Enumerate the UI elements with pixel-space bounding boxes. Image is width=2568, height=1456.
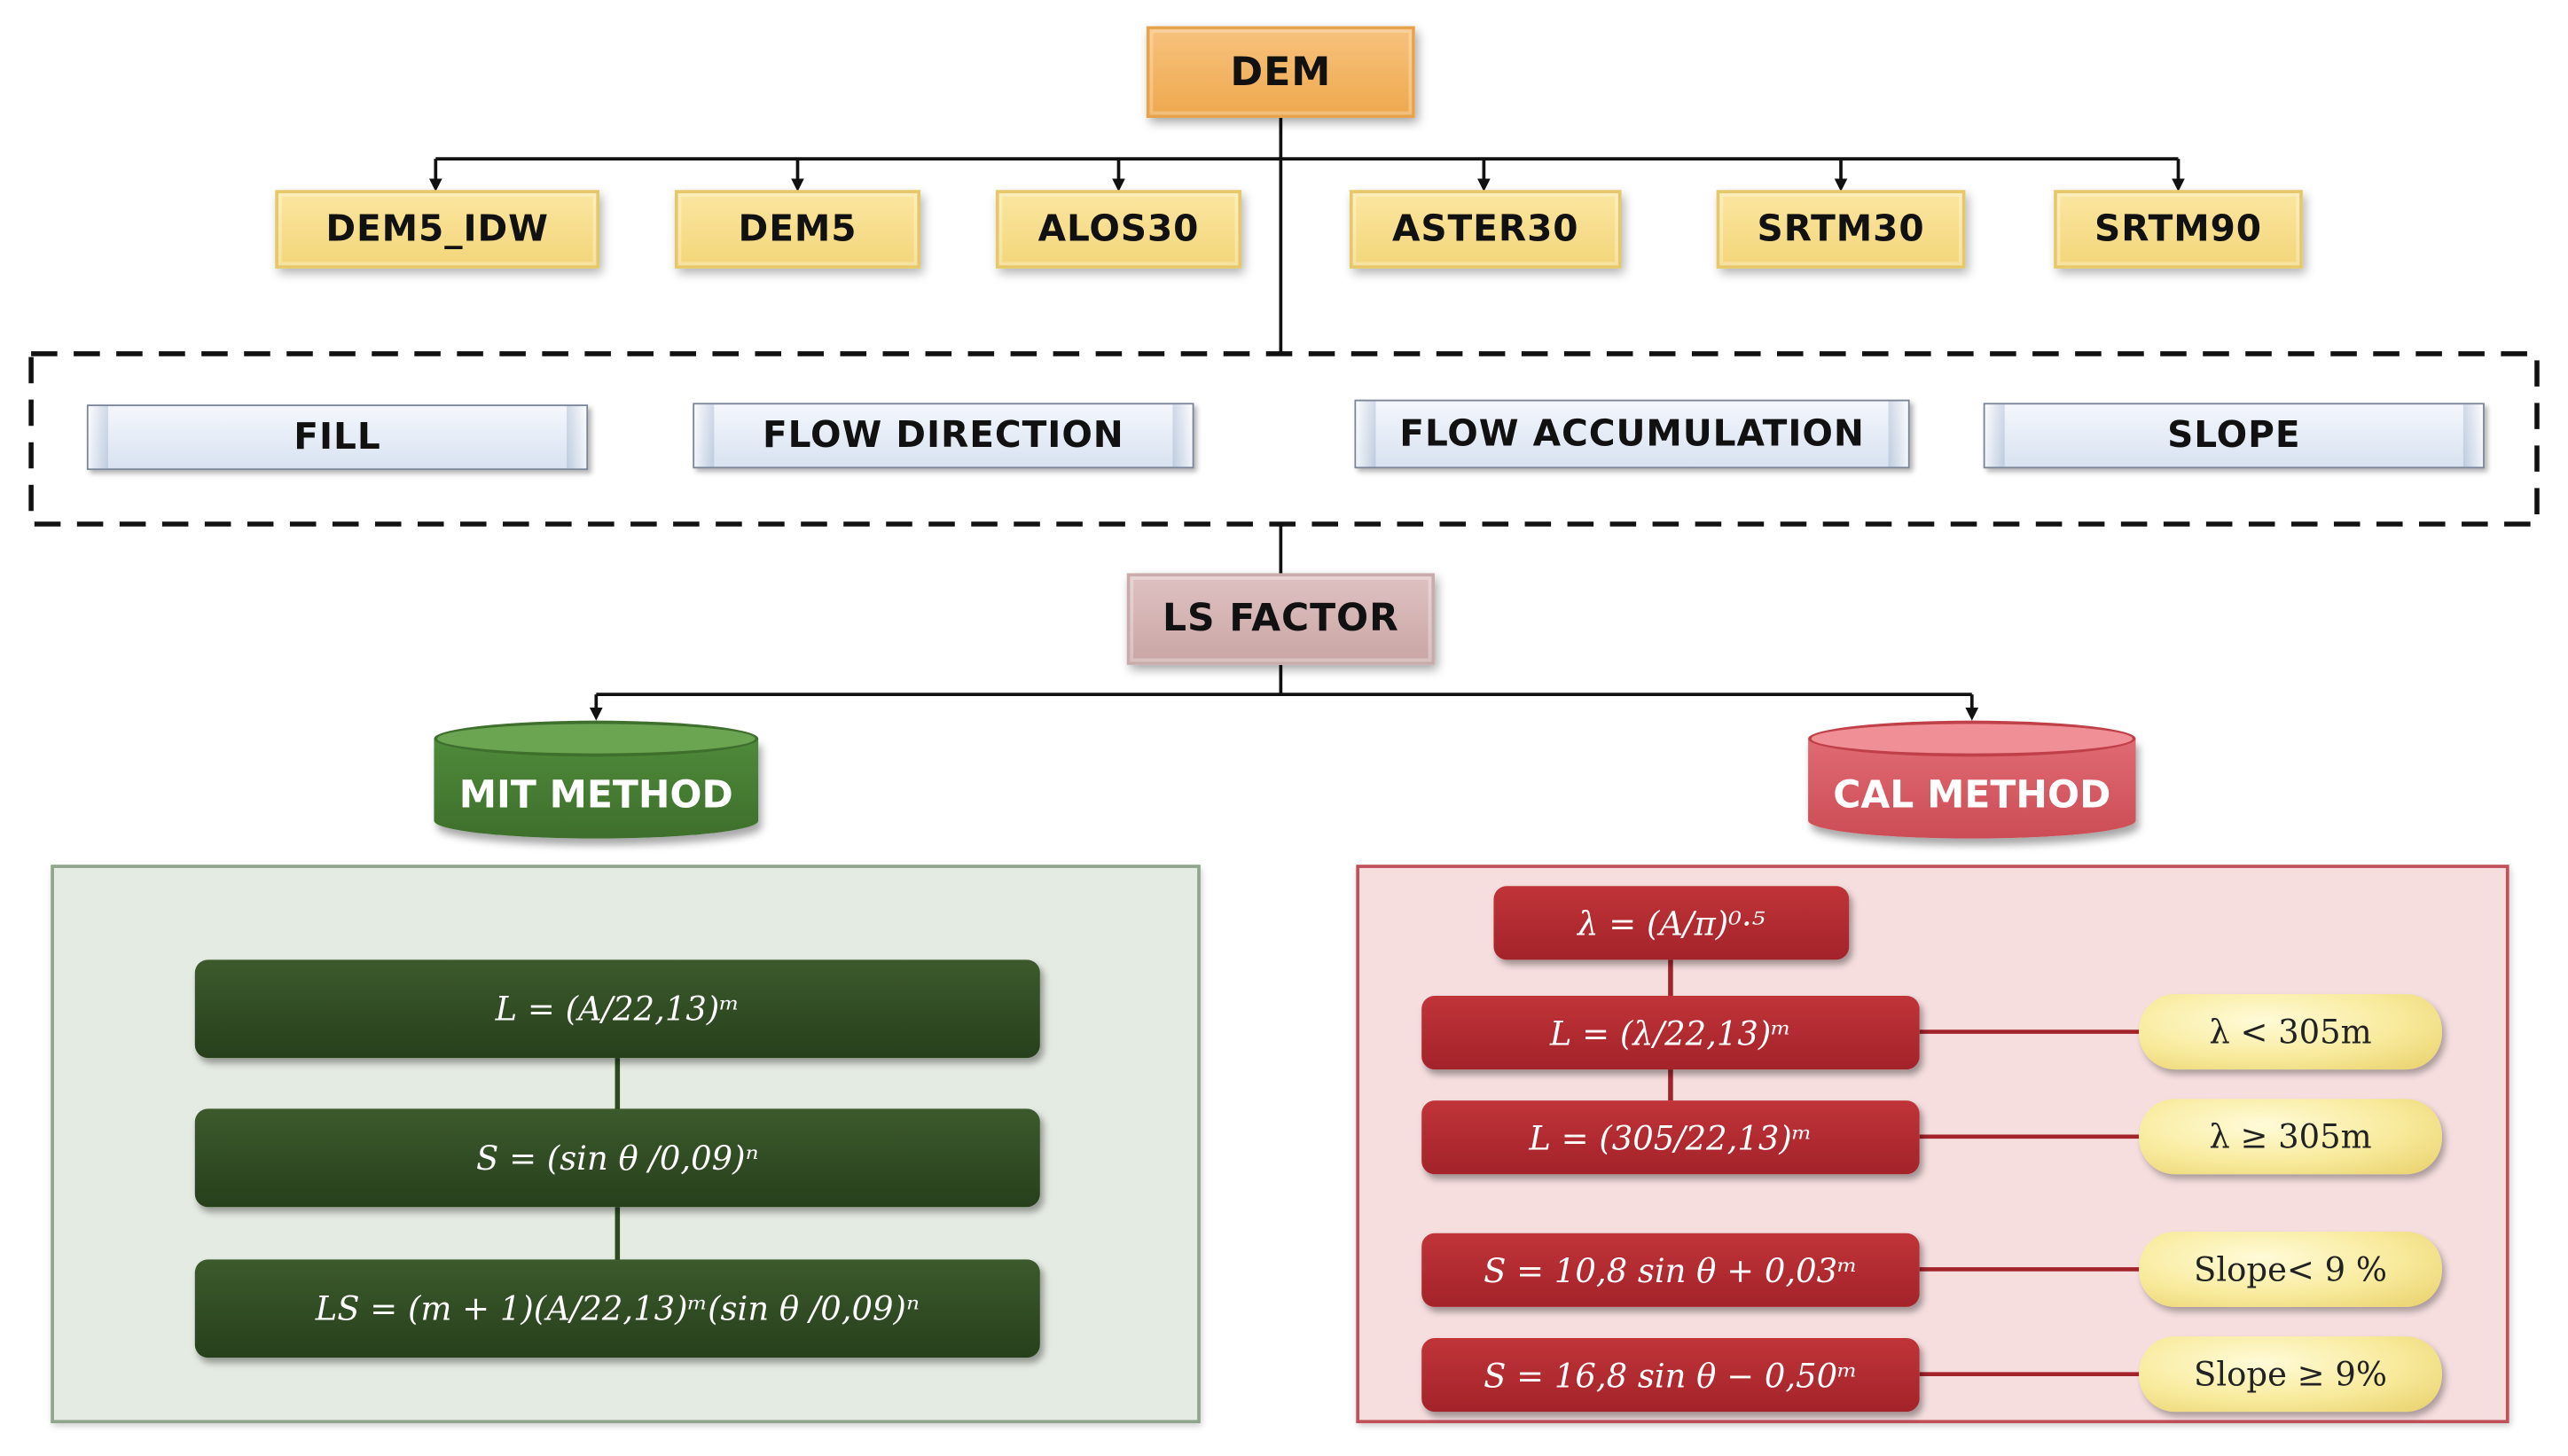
source-label: ALOS30 xyxy=(1037,208,1200,250)
equation-text: S = 10,8 sin θ + 0,03ᵐ xyxy=(1484,1250,1858,1290)
condition-text: Slope ≥ 9% xyxy=(2194,1354,2387,1394)
equation-text: L = (305/22,13)ᵐ xyxy=(1529,1117,1812,1157)
source-label: DEM5 xyxy=(738,208,857,250)
mit-method-label: MIT METHOD xyxy=(458,773,733,817)
condition-lambda-below-305: λ < 305m xyxy=(2139,994,2442,1070)
source-label: SRTM90 xyxy=(2094,208,2262,250)
mit-method-cylinder-top xyxy=(434,720,759,757)
step-label: SLOPE xyxy=(2167,415,2301,457)
dem-root-node: DEM xyxy=(1146,26,1415,118)
condition-text: λ < 305m xyxy=(2209,1012,2372,1052)
condition-slope-below-9: Slope< 9 % xyxy=(2139,1231,2442,1307)
equation-text: L = (λ/22,13)ᵐ xyxy=(1549,1013,1791,1053)
step-flow-direction: FLOW DIRECTION xyxy=(693,403,1194,469)
equation-text: L = (A/22,13)ᵐ xyxy=(495,989,740,1029)
source-dem5: DEM5 xyxy=(674,190,921,269)
cal-equation-l: L = (λ/22,13)ᵐ xyxy=(1421,995,1920,1070)
source-alos30: ALOS30 xyxy=(995,190,1242,269)
condition-text: λ ≥ 305m xyxy=(2209,1116,2372,1156)
cal-equation-s-high: S = 16,8 sin θ − 0,50ᵐ xyxy=(1421,1337,1920,1413)
cal-method-cylinder-top xyxy=(1808,720,2136,757)
mit-equation-l: L = (A/22,13)ᵐ xyxy=(194,959,1040,1059)
ls-factor-label: LS FACTOR xyxy=(1162,598,1399,641)
source-label: ASTER30 xyxy=(1391,208,1579,250)
equation-text: S = 16,8 sin θ − 0,50ᵐ xyxy=(1484,1355,1858,1395)
source-srtm90: SRTM90 xyxy=(2054,190,2303,269)
equation-text: λ = (A/π)⁰·⁵ xyxy=(1578,903,1766,943)
source-dem5-idw: DEM5_IDW xyxy=(275,190,600,269)
ls-factor-node: LS FACTOR xyxy=(1126,573,1435,665)
step-fill: FILL xyxy=(86,404,589,471)
source-label: DEM5_IDW xyxy=(325,208,549,250)
step-flow-accumulation: FLOW ACCUMULATION xyxy=(1354,399,1910,469)
mit-method-node: MIT METHOD xyxy=(434,720,759,839)
source-srtm30: SRTM30 xyxy=(1716,190,1966,269)
source-aster30: ASTER30 xyxy=(1349,190,1622,269)
condition-lambda-at-least-305: λ ≥ 305m xyxy=(2139,1099,2442,1175)
cal-equation-s-low: S = 10,8 sin θ + 0,03ᵐ xyxy=(1421,1233,1920,1307)
condition-text: Slope< 9 % xyxy=(2194,1249,2387,1289)
step-label: FLOW ACCUMULATION xyxy=(1399,413,1865,455)
cal-equation-l-305: L = (305/22,13)ᵐ xyxy=(1421,1100,1920,1175)
processing-group-frame xyxy=(28,351,2540,527)
step-label: FILL xyxy=(294,417,381,458)
equation-text: S = (sin θ /0,09)ⁿ xyxy=(476,1138,759,1178)
cal-equation-lambda: λ = (A/π)⁰·⁵ xyxy=(1493,886,1850,960)
source-label: SRTM30 xyxy=(1757,208,1925,250)
equation-text: LS = (m + 1)(A/22,13)ᵐ(sin θ /0,09)ⁿ xyxy=(315,1288,920,1328)
cal-method-node: CAL METHOD xyxy=(1808,720,2136,839)
mit-equation-s: S = (sin θ /0,09)ⁿ xyxy=(194,1108,1040,1208)
mit-equation-ls: LS = (m + 1)(A/22,13)ᵐ(sin θ /0,09)ⁿ xyxy=(194,1259,1040,1358)
step-slope: SLOPE xyxy=(1983,403,2485,469)
step-label: FLOW DIRECTION xyxy=(762,415,1124,457)
cal-method-label: CAL METHOD xyxy=(1833,773,2111,817)
dem-root-label: DEM xyxy=(1230,49,1332,96)
condition-slope-at-least-9: Slope ≥ 9% xyxy=(2139,1336,2442,1413)
